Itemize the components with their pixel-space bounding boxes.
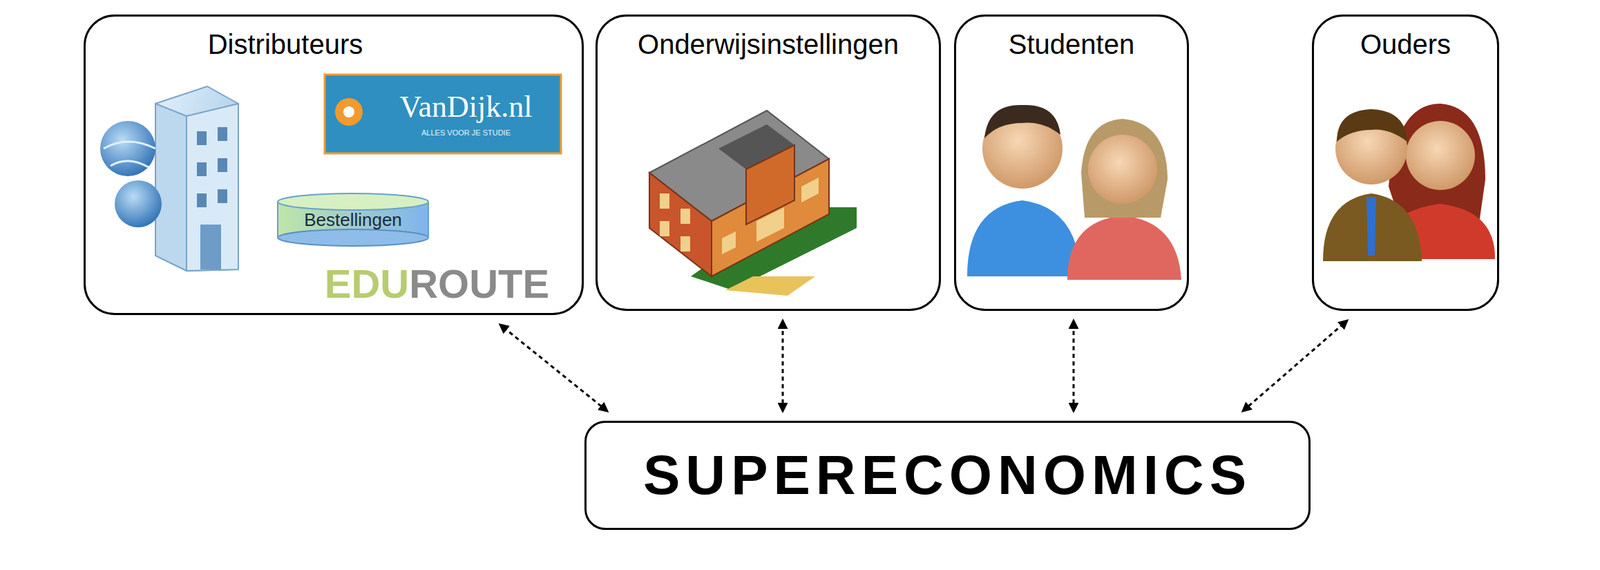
group-title: Studenten <box>1008 27 1135 61</box>
institution-box: Onderwijsinstellingen <box>595 14 941 311</box>
group-title: Distributeurs <box>207 27 364 61</box>
student-box: Studenten <box>954 14 1189 311</box>
school-building-icon <box>649 110 857 296</box>
office-building-icon <box>100 86 239 271</box>
logo-tagline: ALLES VOOR JE STUDIE <box>374 127 558 139</box>
dashed-connector <box>1072 320 1075 412</box>
parents-icon <box>1322 103 1495 262</box>
dashed-connector <box>782 320 785 412</box>
parent-box: Ouders <box>1311 14 1500 311</box>
group-title: Onderwijsinstellingen <box>637 27 899 61</box>
logo-wordmark: EDUROUTE <box>303 261 570 307</box>
students-icon <box>967 105 1182 280</box>
dashed-connector <box>1242 320 1348 412</box>
vandijk-logo <box>324 74 561 154</box>
platform-wordmark: SUPERECONOMICS <box>643 444 1252 507</box>
group-title: Ouders <box>1360 27 1451 61</box>
platform-box: SUPERECONOMICS <box>584 420 1311 530</box>
logo-text: VanDijk.nl <box>374 89 558 125</box>
database-label: Bestellingen <box>277 207 429 233</box>
database-cylinder <box>277 193 429 246</box>
dashed-connector <box>500 324 608 412</box>
